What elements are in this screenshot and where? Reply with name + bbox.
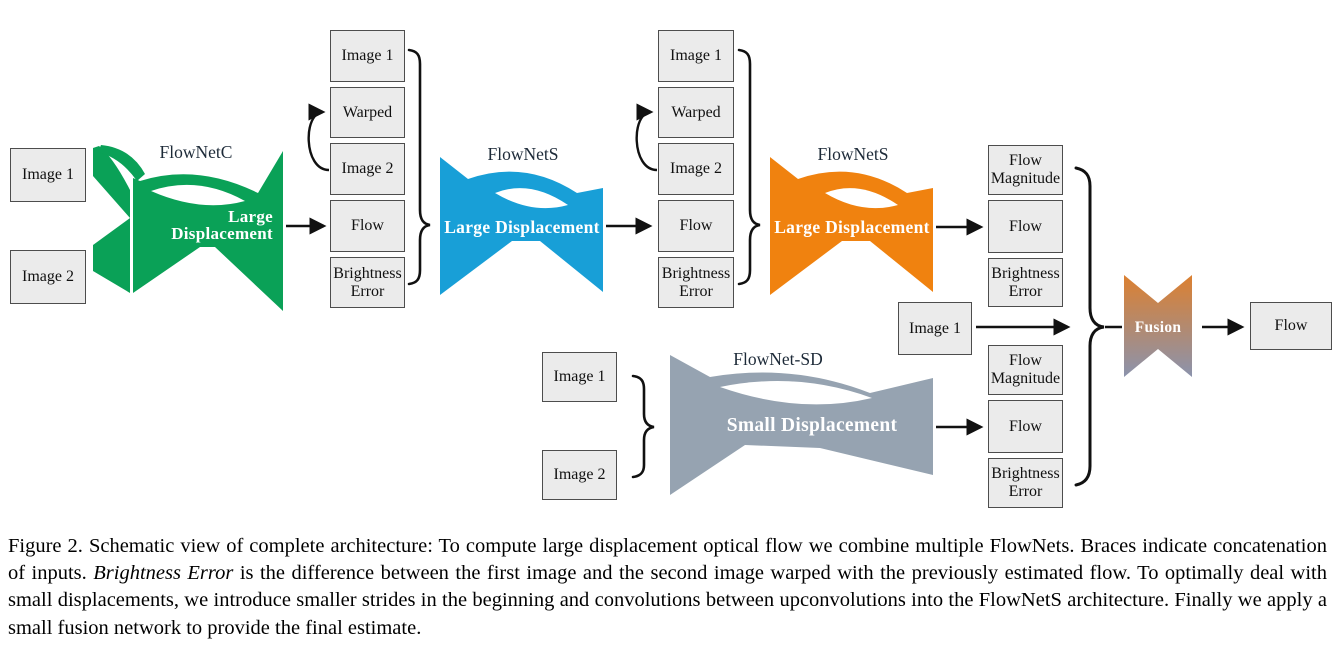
box-stack2-image2: Image 2 <box>658 143 734 195</box>
box-stack4-brightness-error: Brightness Error <box>988 458 1063 508</box>
flownets2-body-text: Large Displacement <box>774 217 930 237</box>
brace-stack2 <box>737 48 761 286</box>
flownetsd-label: FlowNet-SD <box>733 349 823 369</box>
brace-stack1 <box>407 48 431 286</box>
flownetc-input-funnel-bottom <box>93 218 130 293</box>
fusion-body <box>1124 275 1192 377</box>
box-stack3-flow-magnitude: Flow Magnitude <box>988 145 1063 195</box>
flownetc-body-text-line2: Displacement <box>171 224 273 243</box>
box-stack4-flow: Flow <box>988 400 1063 453</box>
box-stack4-flow-magnitude: Flow Magnitude <box>988 345 1063 395</box>
flownetc-shape <box>93 145 283 311</box>
caption-italic-term: Brightness Error <box>93 562 234 585</box>
box-sd-input-image1: Image 1 <box>542 352 617 402</box>
flownets1-label: FlowNetS <box>487 144 559 164</box>
box-left-input-image1: Image 1 <box>10 148 86 202</box>
box-stack2-warped: Warped <box>658 87 734 138</box>
caption-prefix: Figure 2. Schematic view of complete arc… <box>8 535 1327 585</box>
box-stack2-image1: Image 1 <box>658 30 734 82</box>
flownets1-body-text: Large Displacement <box>444 217 600 237</box>
flownetc-body-text-line1: Large <box>228 207 273 226</box>
fusion-body-text: Fusion <box>1135 319 1182 336</box>
warp-arrow-stack2 <box>635 103 658 172</box>
box-stack1-flow: Flow <box>330 200 405 252</box>
box-stack2-flow: Flow <box>658 200 734 252</box>
flownetsd-shape <box>670 355 933 495</box>
flownetc-skip-gap <box>151 184 245 206</box>
box-left-input-image2: Image 2 <box>10 250 86 304</box>
brace-sd-inputs <box>631 374 655 479</box>
flownetc-input-funnel-top <box>93 146 130 218</box>
box-sd-input-image2: Image 2 <box>542 450 617 500</box>
flownetsd-skip-gap <box>720 381 872 405</box>
fusion-shape <box>1124 275 1192 377</box>
box-stack3-brightness-error: Brightness Error <box>988 258 1063 307</box>
flownetc-label: FlowNetC <box>159 142 233 162</box>
box-stack1-image2: Image 2 <box>330 143 405 195</box>
flownets2-label: FlowNetS <box>817 144 889 164</box>
box-output-flow: Flow <box>1250 302 1332 350</box>
flownetsd-body-text: Small Displacement <box>727 415 898 436</box>
box-stack1-warped: Warped <box>330 87 405 138</box>
caption-suffix: is the difference between the first imag… <box>8 562 1327 639</box>
warp-arrow-stack1 <box>307 103 330 172</box>
figure-caption: Figure 2. Schematic view of complete arc… <box>8 533 1327 642</box>
box-fusion-input-image1: Image 1 <box>898 302 972 355</box>
box-stack1-image1: Image 1 <box>330 30 405 82</box>
box-stack2-brightness-error: Brightness Error <box>658 257 734 308</box>
flownetc-correlation-arc <box>98 145 145 181</box>
box-stack3-flow: Flow <box>988 200 1063 253</box>
brace-fusion-inputs <box>1074 166 1105 487</box>
box-stack1-brightness-error: Brightness Error <box>330 257 405 308</box>
